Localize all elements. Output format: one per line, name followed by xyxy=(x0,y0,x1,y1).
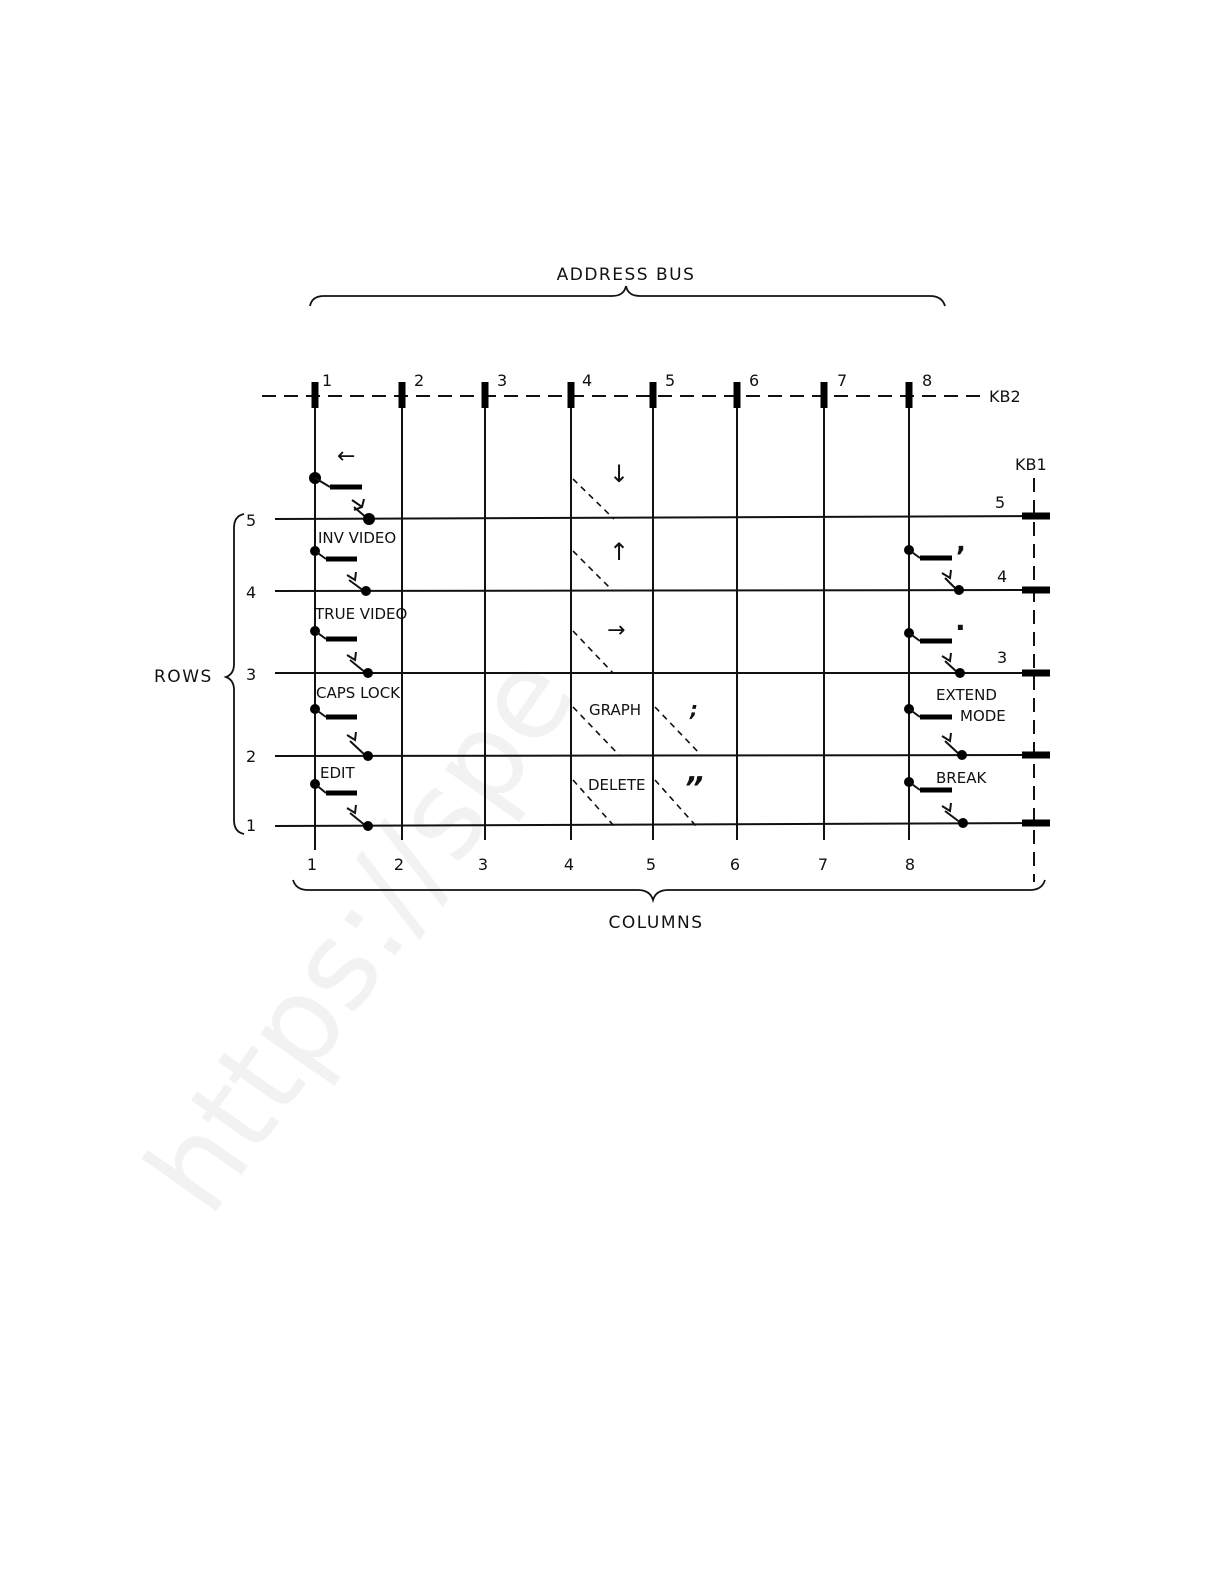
inv-video-key-label: INV VIDEO xyxy=(318,529,396,547)
kb1-label: KB1 xyxy=(1015,455,1047,474)
break-key-label: BREAK xyxy=(936,769,987,787)
column-number-bottom-2: 2 xyxy=(394,855,404,874)
switch-spring xyxy=(942,570,951,578)
watermark: https://spe xyxy=(120,630,602,1236)
delete-key-label: DELETE xyxy=(588,776,646,794)
column-numbers-top: 1 2 3 4 5 6 7 8 xyxy=(322,371,932,390)
extend-key-label: EXTEND xyxy=(936,686,997,704)
column-numbers-bottom: 1 2 3 4 5 6 7 8 xyxy=(307,855,915,874)
switch-contact xyxy=(955,668,965,678)
column-number-top-5: 5 xyxy=(665,371,675,390)
hatch-switch xyxy=(573,551,613,591)
row-number-1: 1 xyxy=(246,816,256,835)
row-number-5: 5 xyxy=(246,511,256,530)
column-number-top-2: 2 xyxy=(414,371,424,390)
left-arrow-key-label: ← xyxy=(337,444,355,469)
right-arrow-key-label: → xyxy=(607,618,625,643)
switch-contact xyxy=(954,585,964,595)
rows-brace xyxy=(226,514,244,834)
switch-contact xyxy=(363,668,373,678)
switch-spring xyxy=(942,733,951,741)
mode-key-label: MODE xyxy=(960,707,1006,725)
row-number-4: 4 xyxy=(246,583,256,602)
switch-spring xyxy=(942,803,951,811)
comma-key-label: , xyxy=(956,528,966,558)
switch-contact xyxy=(363,751,373,761)
row-number-3: 3 xyxy=(246,665,256,684)
switch-spring xyxy=(352,499,364,510)
switch-contact xyxy=(361,586,371,596)
switch-spring xyxy=(347,572,356,580)
row-wire-2 xyxy=(275,755,1040,756)
row-wire-4 xyxy=(275,590,1040,591)
column-number-top-6: 6 xyxy=(749,371,759,390)
column-number-bottom-8: 8 xyxy=(905,855,915,874)
column-number-bottom-5: 5 xyxy=(646,855,656,874)
hatch-switch xyxy=(573,479,614,519)
kb1-row-number-3: 3 xyxy=(997,648,1007,667)
switch-spring xyxy=(942,653,951,661)
kb1-terminals xyxy=(1022,516,1050,823)
semicolon-key-label: ; xyxy=(689,697,698,721)
column-number-bottom-4: 4 xyxy=(564,855,574,874)
edit-key-label: EDIT xyxy=(320,764,355,782)
address-bus-label: ADDRESS BUS xyxy=(557,265,696,285)
kb1-row-number-4: 4 xyxy=(997,567,1007,586)
column-number-top-1: 1 xyxy=(322,371,332,390)
switch-contact xyxy=(957,750,967,760)
period-key-label: . xyxy=(955,604,966,637)
switch-column-4 xyxy=(573,479,620,826)
address-bus-brace xyxy=(310,286,945,306)
kb1-row-number-5: 5 xyxy=(995,493,1005,512)
column-number-top-8: 8 xyxy=(922,371,932,390)
column-number-bottom-6: 6 xyxy=(730,855,740,874)
graph-key-label: GRAPH xyxy=(589,701,641,719)
switch-contact xyxy=(363,513,375,525)
quote-key-label: ” xyxy=(684,771,703,806)
switch-column-5 xyxy=(655,707,702,826)
columns-label: COLUMNS xyxy=(609,913,704,933)
switch-spring xyxy=(347,805,356,813)
row-wire-5 xyxy=(275,516,1040,519)
switch-spring xyxy=(347,732,356,740)
caps-lock-key-label: CAPS LOCK xyxy=(316,684,401,702)
column-number-bottom-7: 7 xyxy=(818,855,828,874)
true-video-key-label: TRUE VIDEO xyxy=(314,605,407,623)
row-number-2: 2 xyxy=(246,747,256,766)
column-number-bottom-3: 3 xyxy=(478,855,488,874)
column-number-top-3: 3 xyxy=(497,371,507,390)
switch-contact xyxy=(958,818,968,828)
switch-spring xyxy=(347,652,356,660)
kb2-label: KB2 xyxy=(989,387,1021,406)
down-arrow-key-label: ↓ xyxy=(609,460,629,488)
column-number-bottom-1: 1 xyxy=(307,855,317,874)
column-number-top-4: 4 xyxy=(582,371,592,390)
switch-contact xyxy=(363,821,373,831)
row-numbers: 5 4 3 2 1 xyxy=(246,511,256,835)
column-number-top-7: 7 xyxy=(837,371,847,390)
rows-label: ROWS xyxy=(154,667,213,687)
up-arrow-key-label: ↑ xyxy=(609,538,629,566)
